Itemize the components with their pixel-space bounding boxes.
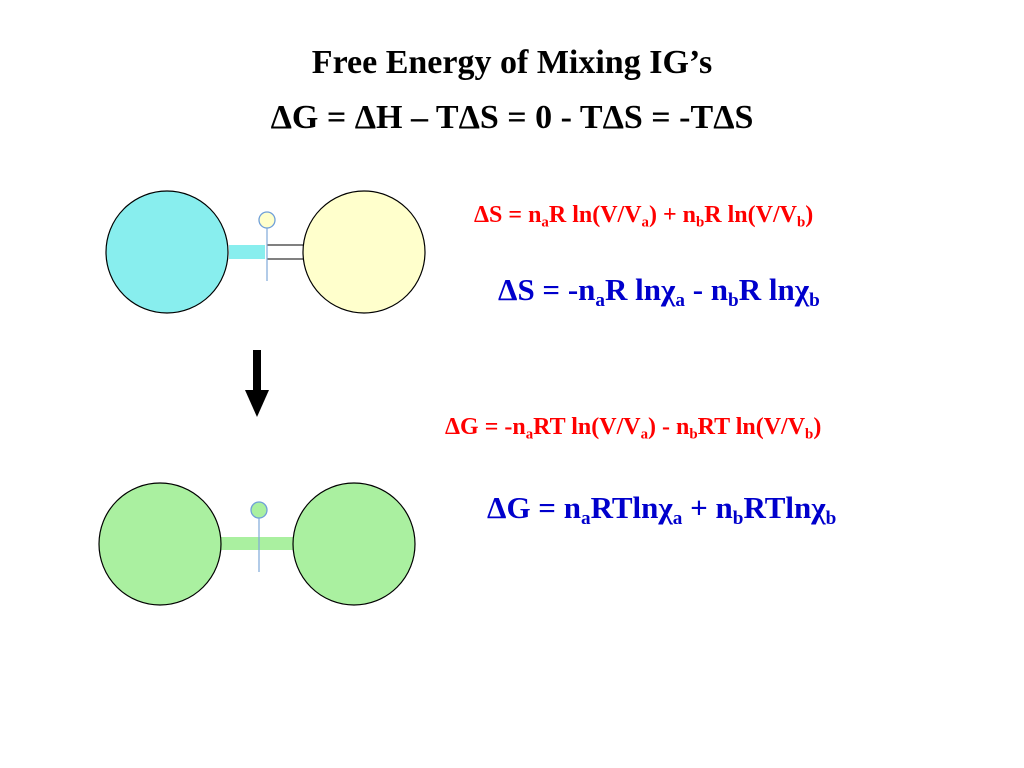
eq-subscript: b xyxy=(825,507,837,529)
connecting-tube-mixed xyxy=(219,537,297,550)
delta-symbol: Δ xyxy=(713,99,735,136)
eq-subscript: a xyxy=(675,289,685,311)
eq-subscript: a xyxy=(541,214,549,231)
eq-subscript: b xyxy=(689,426,698,443)
delta-symbol: Δ xyxy=(458,99,480,136)
eq-subscript: a xyxy=(641,214,649,231)
eq-subscript: b xyxy=(809,289,820,311)
gibbs-relation-part: G = xyxy=(291,99,355,136)
chi-symbol: χ xyxy=(794,272,810,307)
gibbs-relation-part: S xyxy=(734,99,754,136)
mixed-bulb-left xyxy=(98,482,222,606)
gibbs-volume-equation: ΔG = -naRT ln(V/Va) - nbRT ln(V/Vb) xyxy=(445,414,821,443)
gibbs-relation-part: S = -T xyxy=(623,99,714,136)
eq-text: S = -n xyxy=(517,272,596,307)
gibbs-relation-part: H – T xyxy=(376,99,459,136)
eq-text: G = -n xyxy=(460,414,526,440)
slide-title: Free Energy of Mixing IG’s xyxy=(311,44,713,81)
eq-subscript: b xyxy=(796,214,806,231)
eq-text: R ln xyxy=(738,272,795,307)
gibbs-relation-part: S = 0 - T xyxy=(479,99,603,136)
eq-text: + n xyxy=(682,490,733,525)
eq-subscript: b xyxy=(728,289,739,311)
delta-symbol: Δ xyxy=(487,490,507,525)
eq-text: ) - n xyxy=(648,414,690,440)
eq-text: ) xyxy=(813,414,822,440)
delta-symbol: Δ xyxy=(354,99,377,136)
gibbs-molefraction-equation: ΔG = naRTlnχa + nbRTlnχb xyxy=(487,490,836,530)
delta-symbol: Δ xyxy=(602,99,624,136)
delta-symbol: Δ xyxy=(445,414,461,440)
delta-symbol: Δ xyxy=(270,99,292,136)
mixed-bulb-right xyxy=(292,482,416,606)
eq-text: RTln xyxy=(590,490,659,525)
eq-text: ) xyxy=(805,202,814,228)
eq-subscript: a xyxy=(672,507,683,529)
eq-text: R ln xyxy=(605,272,662,307)
gas-a-bulb xyxy=(105,190,229,314)
eq-text: RT ln(V/V xyxy=(697,414,806,440)
delta-symbol: Δ xyxy=(498,272,518,307)
down-arrow-icon xyxy=(245,350,269,417)
eq-subscript: b xyxy=(805,426,814,443)
eq-subscript: a xyxy=(525,426,534,443)
gibbs-relation: ΔG = ΔH – TΔS = 0 - TΔS = -TΔS xyxy=(0,99,1024,137)
eq-text: RTln xyxy=(743,490,812,525)
gas-b-bulb xyxy=(302,190,426,314)
eq-subscript: a xyxy=(640,426,649,443)
delta-symbol: Δ xyxy=(474,202,490,228)
eq-text: ) + n xyxy=(648,202,696,228)
eq-text: R ln(V/V xyxy=(548,202,642,228)
eq-text: S = n xyxy=(489,202,542,228)
eq-text: - n xyxy=(684,272,729,307)
eq-text: RT ln(V/V xyxy=(533,414,641,440)
eq-subscript: b xyxy=(695,214,705,231)
valve-knob-open xyxy=(250,501,268,519)
eq-text: G = n xyxy=(506,490,581,525)
chi-symbol: χ xyxy=(661,272,676,307)
eq-subscript: a xyxy=(595,289,606,311)
eq-subscript: a xyxy=(580,507,591,529)
valve-knob xyxy=(258,211,276,229)
after-mixing-apparatus xyxy=(98,482,416,606)
entropy-volume-equation: ΔS = naR ln(V/Va) + nbR ln(V/Vb) xyxy=(474,202,813,231)
before-mixing-apparatus xyxy=(105,190,426,314)
eq-text: R ln(V/V xyxy=(704,202,797,228)
entropy-molefraction-equation: ΔS = -naR lnχa - nbR lnχb xyxy=(498,272,820,312)
chi-symbol: χ xyxy=(658,490,673,525)
connecting-tube-left-gas-a xyxy=(229,245,265,259)
chi-symbol: χ xyxy=(811,490,826,525)
eq-subscript: b xyxy=(732,507,744,529)
